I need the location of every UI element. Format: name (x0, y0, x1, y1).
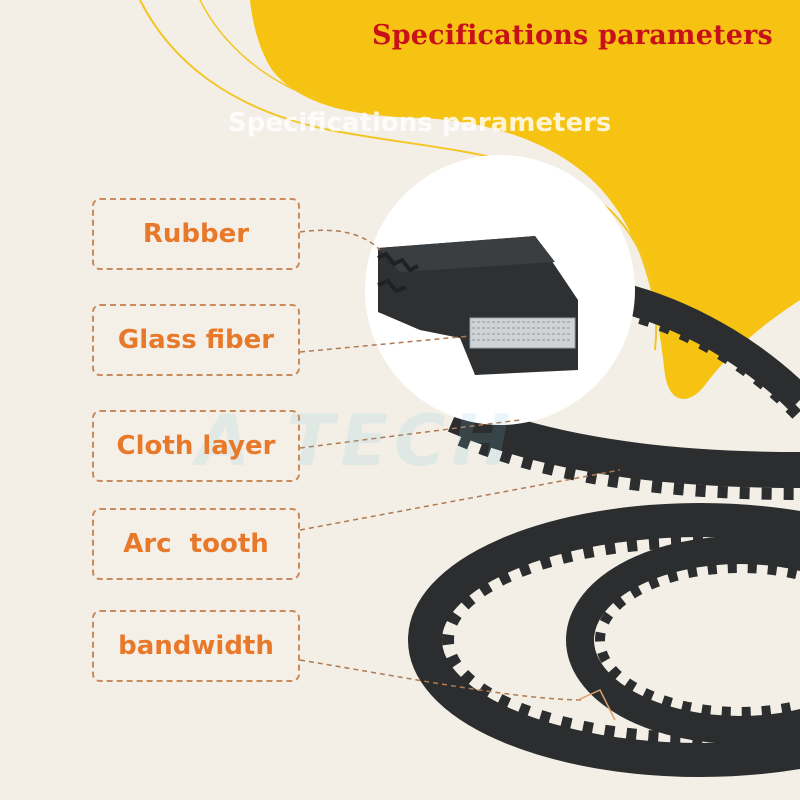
belt-teeth-upper (638, 312, 800, 423)
leader-cloth-layer (299, 419, 521, 449)
label-bandwidth: bandwidth (92, 610, 300, 682)
leader-bandwidth (299, 659, 586, 701)
label-glass-fiber: Glass fiber (92, 304, 300, 376)
label-cloth-layer: Cloth layer (92, 410, 300, 482)
belt-loop-large (408, 503, 800, 777)
belt-teeth-small (595, 563, 800, 717)
belt-strand-middle (447, 398, 800, 488)
brand-watermark: A TECH (196, 400, 517, 482)
belt-teeth-middle (457, 434, 800, 500)
bandwidth-bracket (577, 689, 616, 721)
decor-curve (139, 0, 658, 351)
belt-loop-small (566, 536, 800, 744)
ghost-title: Specifications parameters (228, 108, 612, 138)
label-arc-tooth: Arc tooth (92, 508, 300, 580)
label-rubber: Rubber (92, 198, 300, 270)
page-title: Specifications parameters (372, 20, 773, 51)
decor-curve (199, 0, 321, 101)
leader-rubber (299, 229, 381, 251)
belt-strand-upper (625, 285, 800, 411)
leader-glass-fiber (299, 335, 471, 353)
leader-arc-tooth (299, 469, 621, 531)
belt-cross-section (377, 236, 578, 375)
